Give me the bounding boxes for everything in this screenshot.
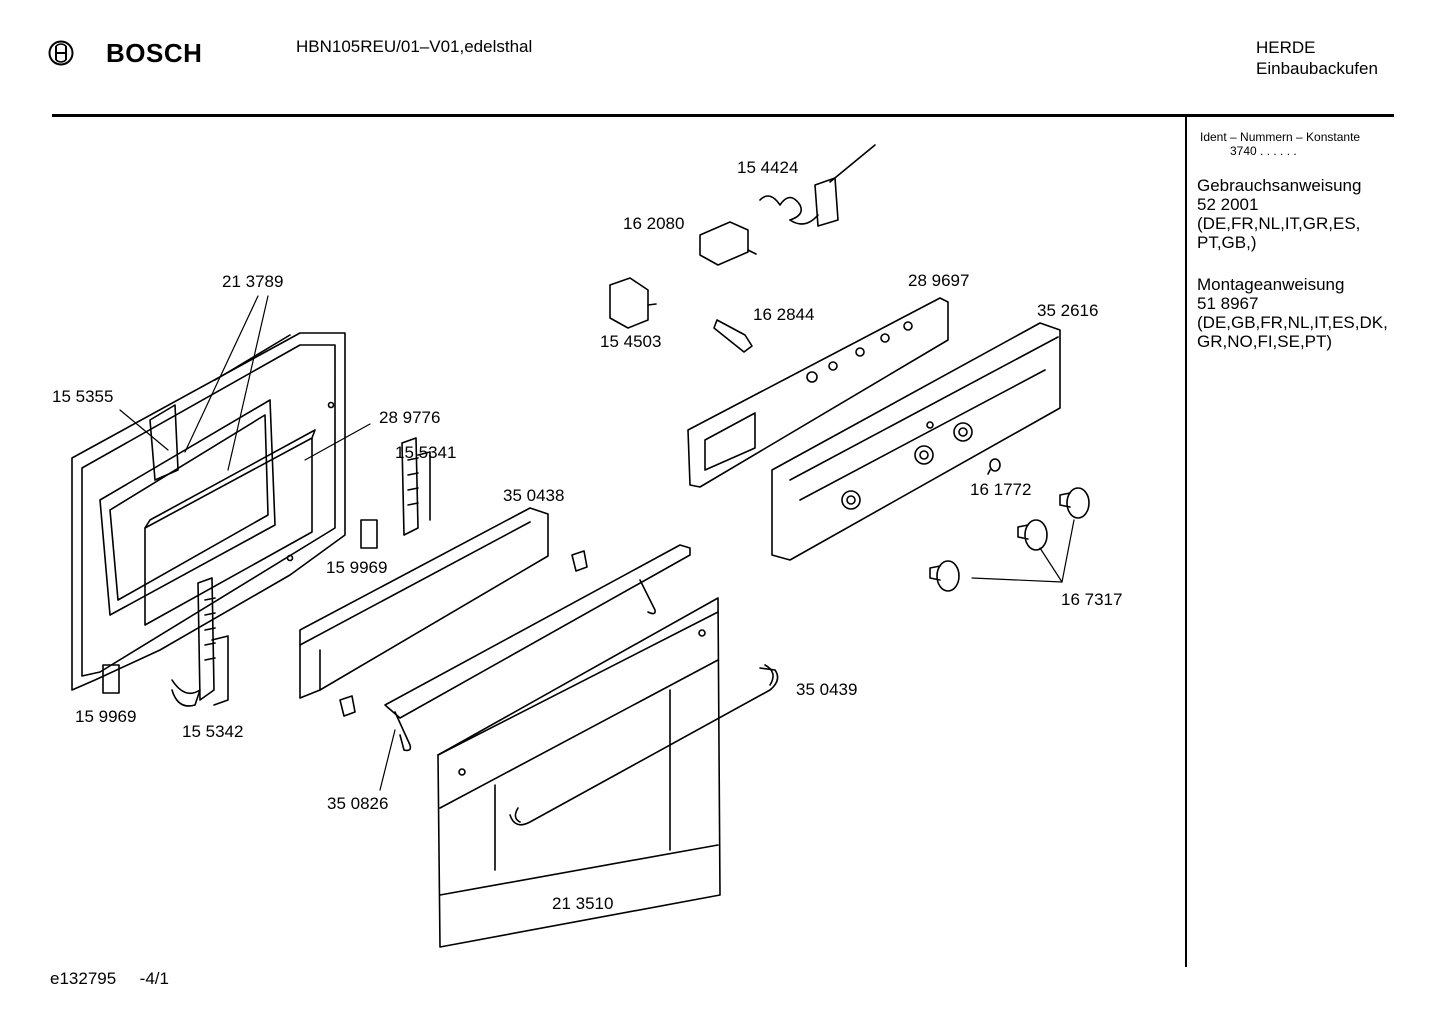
category-line-1: HERDE xyxy=(1256,38,1316,57)
category-line-2: Einbaubackufen xyxy=(1256,59,1378,78)
glass-panel xyxy=(144,429,316,626)
mount-languages-1: (DE,GB,FR,NL,IT,ES,DK, xyxy=(1197,313,1388,332)
part-label: 15 5355 xyxy=(52,387,114,406)
block-right xyxy=(360,519,378,549)
part-label: 15 9969 xyxy=(326,558,388,577)
model-number: HBN105REU/01–V01,edelsthal xyxy=(296,37,533,56)
brand-name: BOSCH xyxy=(106,38,203,68)
part-label: 35 0826 xyxy=(327,794,389,813)
part-label: 35 0438 xyxy=(503,486,565,505)
rail-350438 xyxy=(299,507,549,699)
thermostat xyxy=(759,144,876,227)
footer: e132795 -4/1 xyxy=(50,969,169,989)
manual-block: Gebrauchsanweisung 52 2001 (DE,FR,NL,IT,… xyxy=(1197,176,1361,252)
part-label: 15 9969 xyxy=(75,707,137,726)
manual-title: Gebrauchsanweisung xyxy=(1197,176,1362,195)
category: HERDE Einbaubackufen xyxy=(1256,37,1378,79)
part-label: 16 1772 xyxy=(970,480,1032,499)
part-label: 28 9776 xyxy=(379,408,441,427)
part-label: 16 2844 xyxy=(753,305,815,324)
oven-door xyxy=(437,597,721,948)
knob-3 xyxy=(1059,487,1090,519)
screw-161772 xyxy=(987,458,1001,475)
part-label: 16 2080 xyxy=(623,214,685,233)
hinge-right xyxy=(401,437,431,536)
knob-1 xyxy=(929,560,960,592)
part-label: 15 4503 xyxy=(600,332,662,351)
screw-right xyxy=(571,550,588,572)
side-divider xyxy=(1185,117,1187,967)
manual-languages-2: PT,GB,) xyxy=(1197,233,1257,252)
part-label: 35 0439 xyxy=(796,680,858,699)
selector-switch xyxy=(699,221,757,266)
oven-front-frame xyxy=(71,332,346,691)
ident-value: 3740 . . . . . . xyxy=(1230,144,1297,158)
hinge-left xyxy=(171,577,229,707)
lamp-holder-162844 xyxy=(713,319,753,353)
screw-left xyxy=(339,695,356,717)
block-left xyxy=(102,664,120,694)
part-label: 15 5341 xyxy=(395,443,457,462)
door-handle xyxy=(509,664,779,826)
part-label: 21 3789 xyxy=(222,272,284,291)
part-label: 35 2616 xyxy=(1037,301,1099,320)
part-label: 21 3510 xyxy=(552,894,614,913)
front-panel xyxy=(771,322,1061,561)
mount-block: Montageanweisung 51 8967 (DE,GB,FR,NL,IT… xyxy=(1197,275,1388,351)
mount-title: Montageanweisung xyxy=(1197,275,1345,294)
ident-block: Ident – Nummern – Konstante 3740 . . . .… xyxy=(1200,130,1360,158)
part-label: 15 4424 xyxy=(737,158,799,177)
mount-number: 51 8967 xyxy=(1197,294,1259,313)
bosch-logo-icon xyxy=(48,40,74,66)
part-label: 28 9697 xyxy=(908,271,970,290)
part-label: 16 7317 xyxy=(1061,590,1123,609)
page-number: -4/1 xyxy=(139,969,169,988)
control-panel-plate xyxy=(687,297,949,488)
mount-languages-2: GR,NO,FI,SE,PT) xyxy=(1197,332,1333,351)
knob-2 xyxy=(1017,519,1048,551)
ident-label: Ident – Nummern – Konstante xyxy=(1200,130,1361,144)
manual-languages-1: (DE,FR,NL,IT,GR,ES, xyxy=(1197,214,1361,233)
manual-number: 52 2001 xyxy=(1197,195,1259,214)
document-id: e132795 xyxy=(50,969,117,988)
part-label: 15 5342 xyxy=(182,722,244,741)
rail-350826 xyxy=(384,544,691,752)
control-module-154503 xyxy=(609,277,657,329)
header-divider xyxy=(52,114,1394,117)
leader-lines xyxy=(119,295,1075,791)
